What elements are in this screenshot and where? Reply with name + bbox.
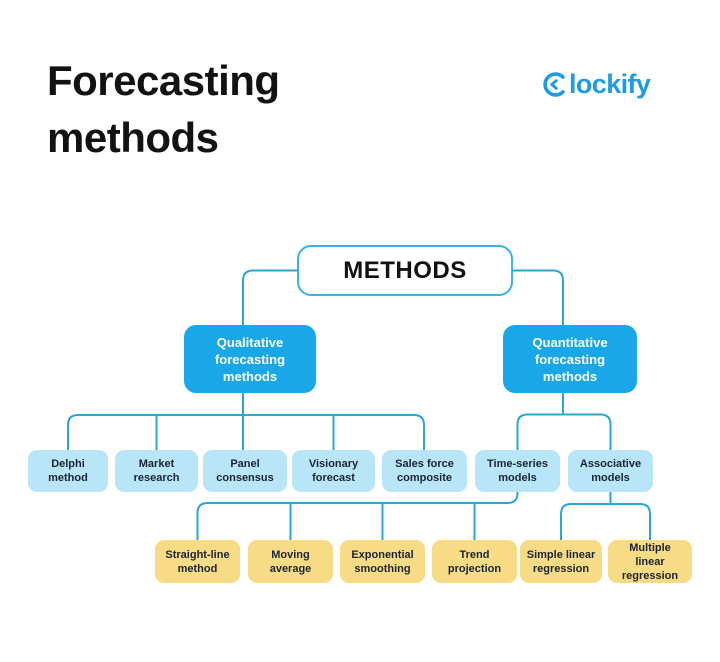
node-moving-average: Moving average bbox=[248, 540, 333, 583]
node-simple-linear-regression: Simple linear regression bbox=[520, 540, 602, 583]
page-title: Forecasting methods bbox=[47, 57, 280, 161]
clockify-logo-text: lockify bbox=[569, 69, 651, 99]
node-visionary-forecast: Visionary forecast bbox=[292, 450, 375, 492]
node-multiple-linear-regression: Multiple linear regression bbox=[608, 540, 692, 583]
node-exponential-smoothing: Exponential smoothing bbox=[340, 540, 425, 583]
node-time-series-models: Time-series models bbox=[475, 450, 560, 492]
node-panel-consensus: Panel consensus bbox=[203, 450, 287, 492]
node-market-research: Market research bbox=[115, 450, 198, 492]
node-straight-line-method: Straight-line method bbox=[155, 540, 240, 583]
node-delphi-method: Delphi method bbox=[28, 450, 108, 492]
node-sales-force-composite: Sales force composite bbox=[382, 450, 467, 492]
node-associative-models: Associative models bbox=[568, 450, 653, 492]
node-methods: METHODS bbox=[297, 245, 513, 296]
node-qualitative-forecasting-methods: Qualitative forecasting methods bbox=[184, 325, 316, 393]
clockify-logo: lockify bbox=[541, 69, 651, 100]
node-trend-projection: Trend projection bbox=[432, 540, 517, 583]
clockify-clock-icon bbox=[541, 71, 568, 98]
node-quantitative-forecasting-methods: Quantitative forecasting methods bbox=[503, 325, 637, 393]
